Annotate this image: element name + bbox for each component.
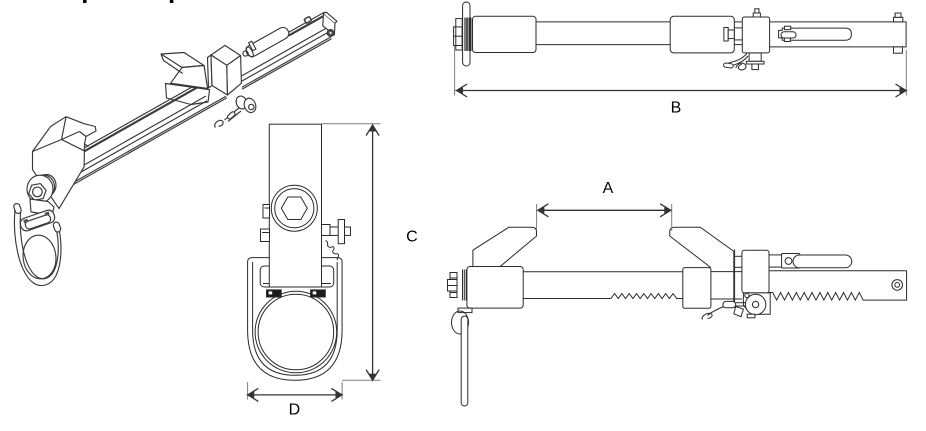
svg-text:C: C	[406, 229, 418, 246]
svg-text:B: B	[671, 100, 682, 117]
svg-text:A: A	[603, 180, 614, 197]
svg-text:D: D	[289, 401, 301, 418]
